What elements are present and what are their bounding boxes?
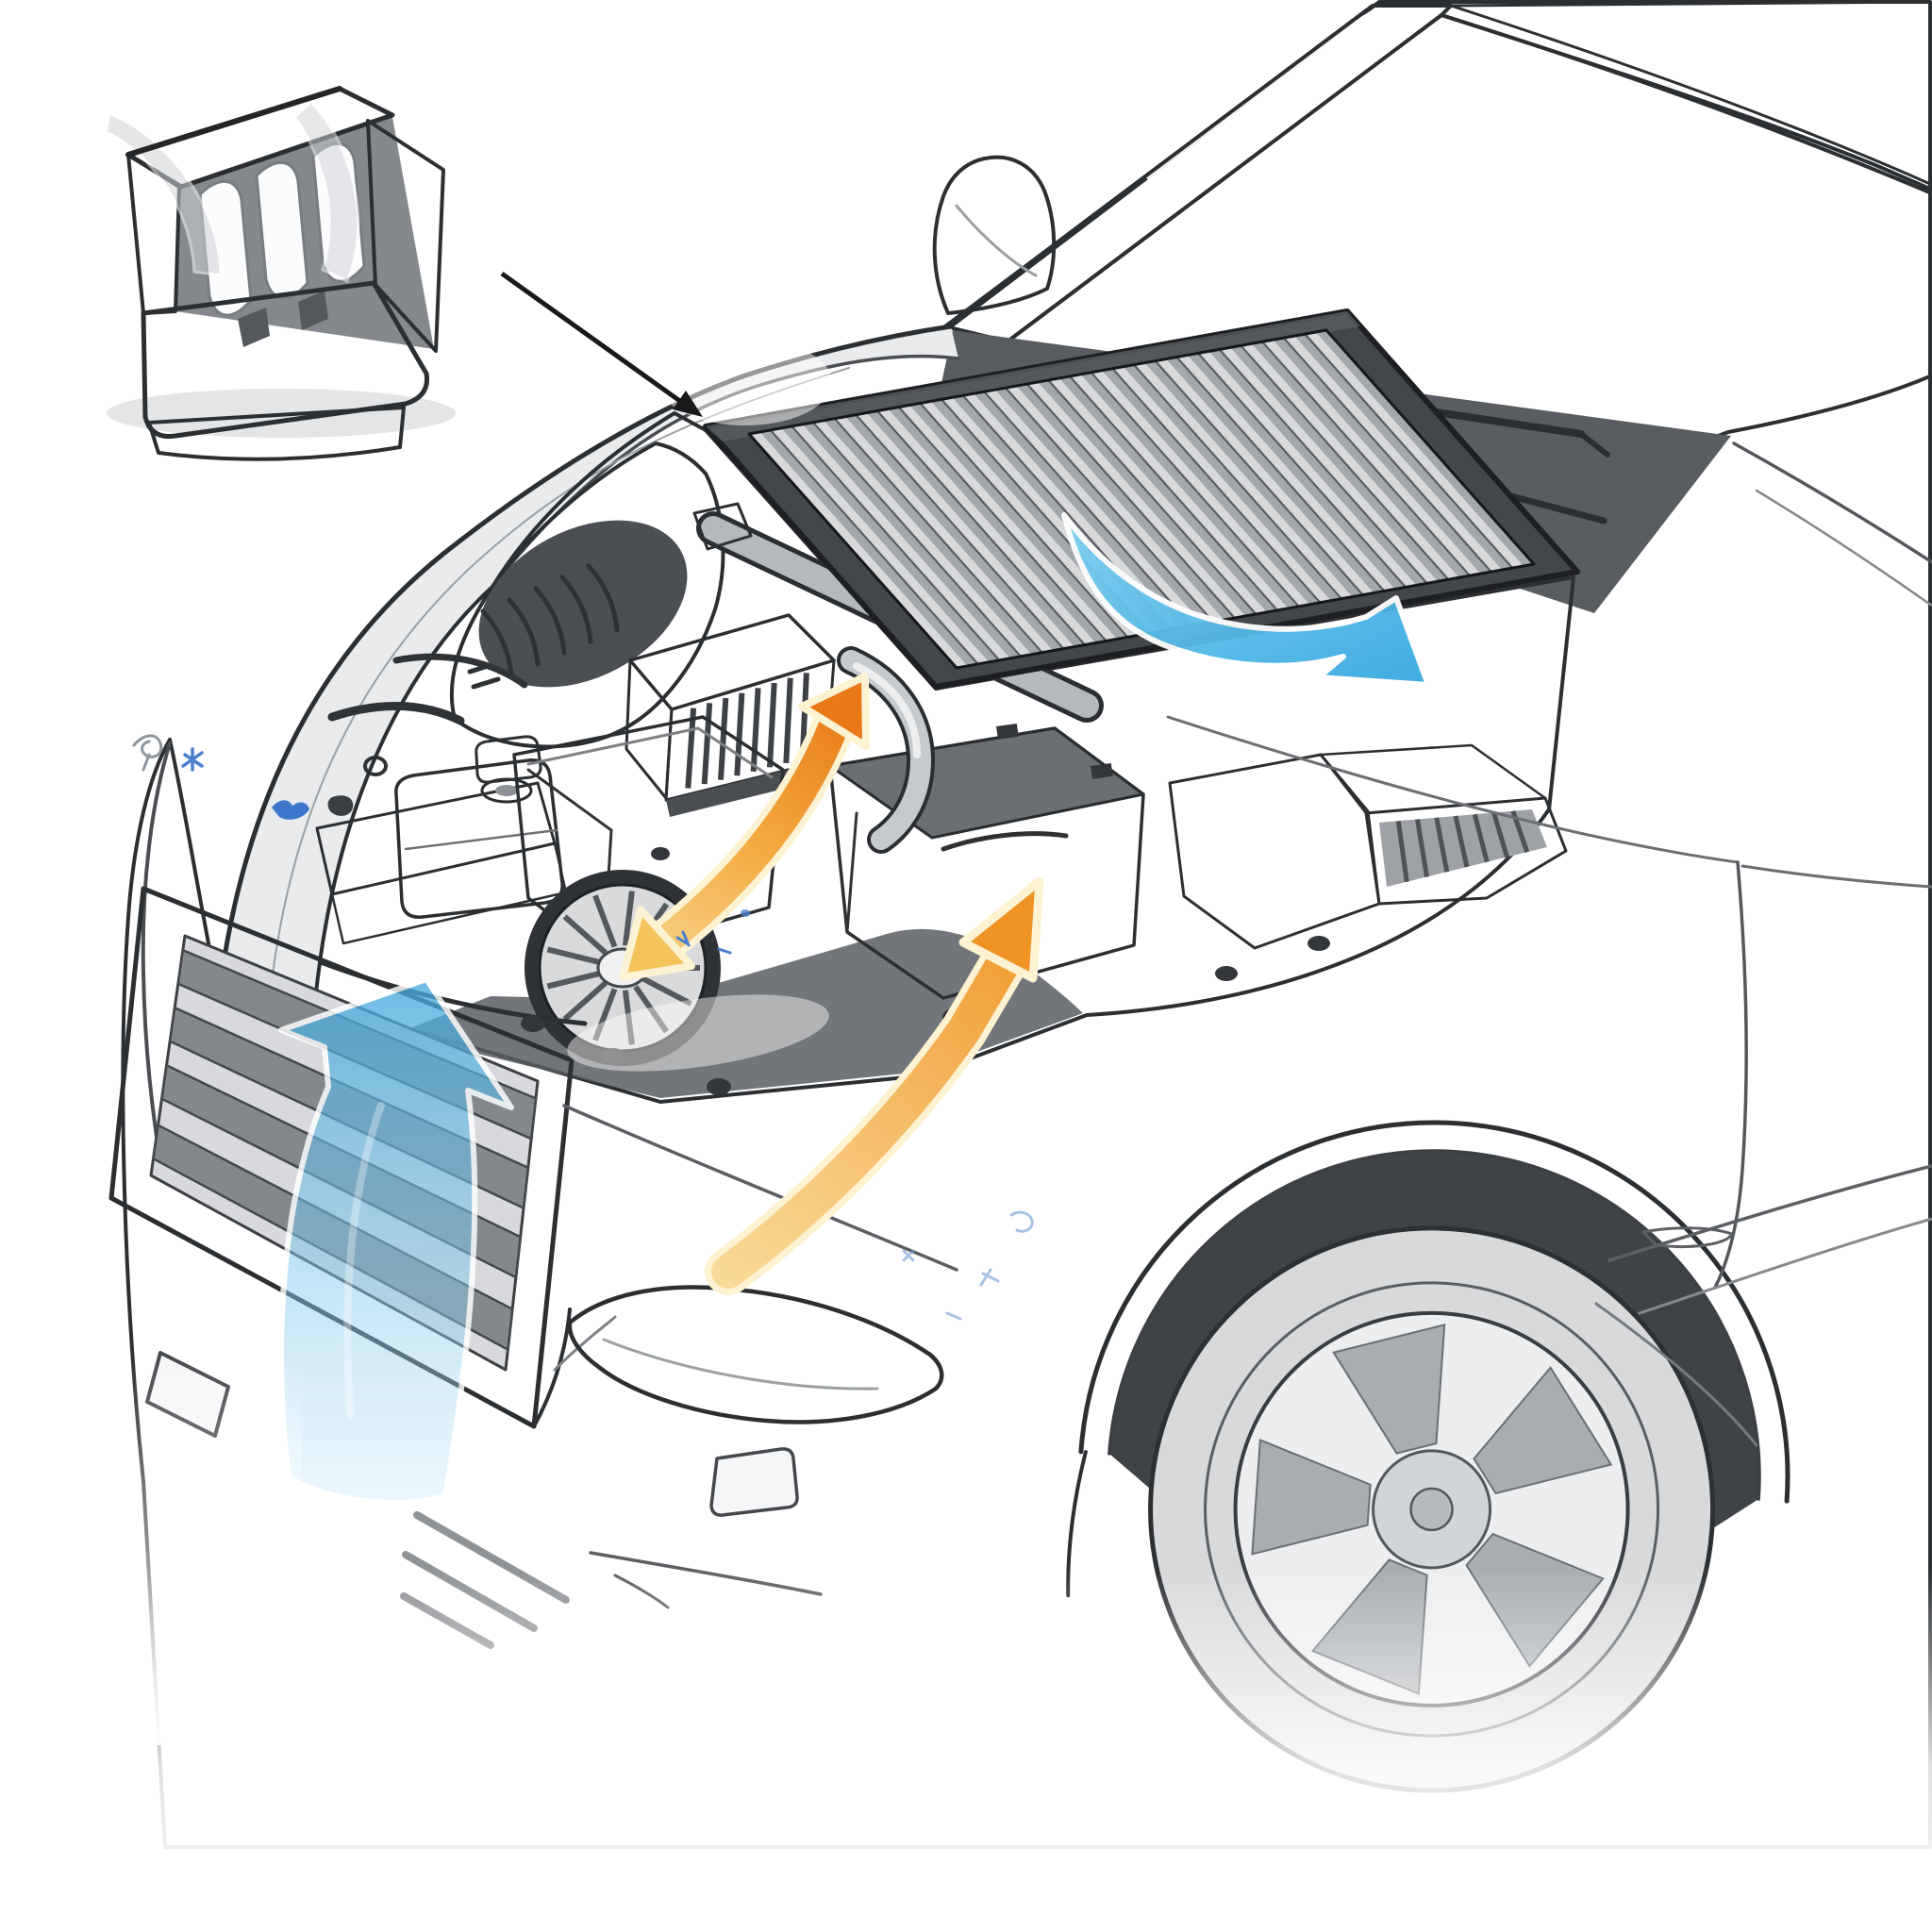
filter-pleats bbox=[748, 330, 1534, 669]
arch-outer bbox=[1078, 1120, 1790, 1504]
bay-base bbox=[313, 411, 1575, 1104]
glass-highlight bbox=[1127, 11, 1542, 243]
callout-arrow bbox=[500, 271, 703, 417]
bottom-fade bbox=[0, 1566, 1932, 1932]
roofline bbox=[1440, 13, 1932, 195]
filter-frame-highlight bbox=[706, 311, 1360, 441]
hood-glare bbox=[567, 994, 829, 1072]
side-body-lines bbox=[1166, 441, 1932, 1447]
tow-hook-cover bbox=[709, 1447, 799, 1517]
blue-asterisk bbox=[181, 747, 204, 772]
cabin-air-filter bbox=[703, 308, 1580, 690]
wheel-well bbox=[1108, 1151, 1759, 1529]
coolant-reservoir bbox=[394, 735, 564, 919]
engine-bay bbox=[313, 411, 1575, 1104]
fender-crease bbox=[562, 1104, 958, 1272]
bottom-left-fade bbox=[0, 1349, 302, 1745]
filler-neck bbox=[480, 777, 533, 804]
gray-spring-doodle bbox=[132, 734, 163, 772]
doodle-marks bbox=[132, 734, 1034, 1321]
roof-corner bbox=[1449, 0, 1932, 186]
bay-shadow bbox=[396, 928, 1083, 1098]
coolant-pipe bbox=[837, 646, 936, 854]
inset-base-front bbox=[147, 406, 406, 461]
engine-bay-flow-head bbox=[958, 876, 1044, 983]
reservoir-cap bbox=[475, 735, 542, 784]
air-intake-duct bbox=[449, 441, 725, 749]
arch-inner bbox=[1108, 1149, 1761, 1501]
engine-bay-flow-arrow bbox=[705, 876, 1044, 1295]
recirculation-head-up bbox=[798, 673, 870, 750]
filter-intake-arrow bbox=[1061, 512, 1431, 688]
grille-intake-arrow bbox=[278, 976, 514, 1506]
filter-housing-inset bbox=[104, 86, 456, 461]
teardrop-hole bbox=[327, 795, 354, 816]
vented-side-box bbox=[1364, 796, 1568, 906]
cowl-glare bbox=[658, 339, 832, 425]
bumper-corner-line bbox=[141, 741, 172, 1139]
inset-air-swirls bbox=[104, 99, 360, 283]
mirror-crease bbox=[955, 204, 1038, 277]
inset-right-wall bbox=[366, 119, 445, 353]
blue-bird bbox=[272, 800, 309, 820]
side-mirror bbox=[932, 155, 1057, 315]
recirculation-arrow bbox=[619, 673, 870, 981]
recirculation-head-down bbox=[619, 906, 695, 981]
door-seam bbox=[1713, 860, 1748, 1290]
